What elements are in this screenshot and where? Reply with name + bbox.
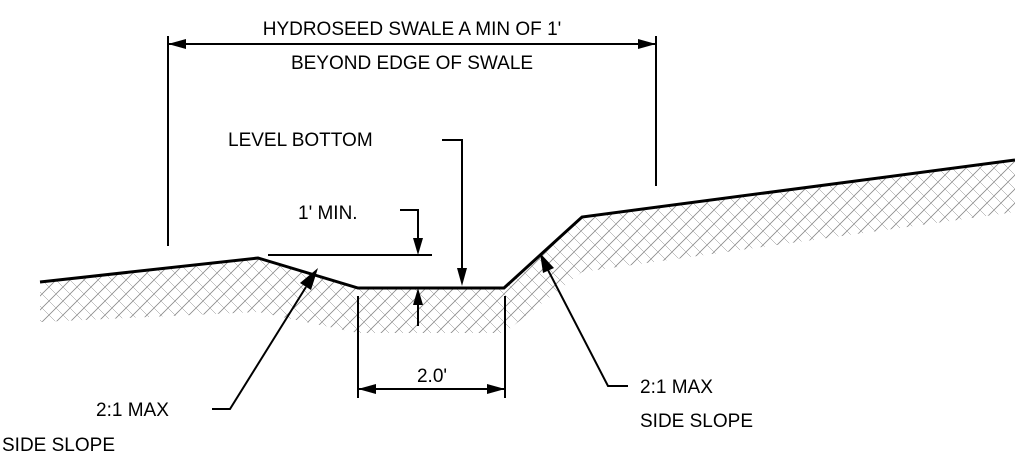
level-bottom-arrow (457, 268, 467, 286)
ground-profile-line (39, 158, 1015, 290)
min-depth-leader (400, 209, 419, 238)
right-slope-label-line2: SIDE SLOPE (640, 411, 753, 432)
left-slope-label-line1: 2:1 MAX (96, 400, 169, 421)
min-depth-arrow-down (413, 238, 423, 255)
right-slope-label-line1: 2:1 MAX (640, 377, 713, 398)
left-slope-leader (212, 286, 307, 410)
left-slope-arrow (300, 268, 318, 290)
bottom-width-label: 2.0' (417, 366, 447, 387)
hydroseed-arrow-right (638, 39, 656, 49)
level-bottom-label: LEVEL BOTTOM (228, 130, 373, 151)
hydroseed-label-line2: BEYOND EDGE OF SWALE (291, 53, 533, 74)
hydroseed-label-line1: HYDROSEED SWALE A MIN OF 1' (263, 19, 562, 40)
hydroseed-arrow-left (168, 39, 186, 49)
min-depth-label: 1' MIN. (298, 203, 358, 224)
min-depth-arrow-up (413, 288, 423, 305)
bottom-width-arrow-left (358, 384, 376, 394)
level-bottom-leader (442, 139, 463, 268)
bottom-width-arrow-right (487, 384, 505, 394)
left-slope-label-line2: SIDE SLOPE (2, 435, 115, 456)
right-slope-leader (547, 269, 628, 387)
right-slope-arrow (540, 253, 554, 273)
